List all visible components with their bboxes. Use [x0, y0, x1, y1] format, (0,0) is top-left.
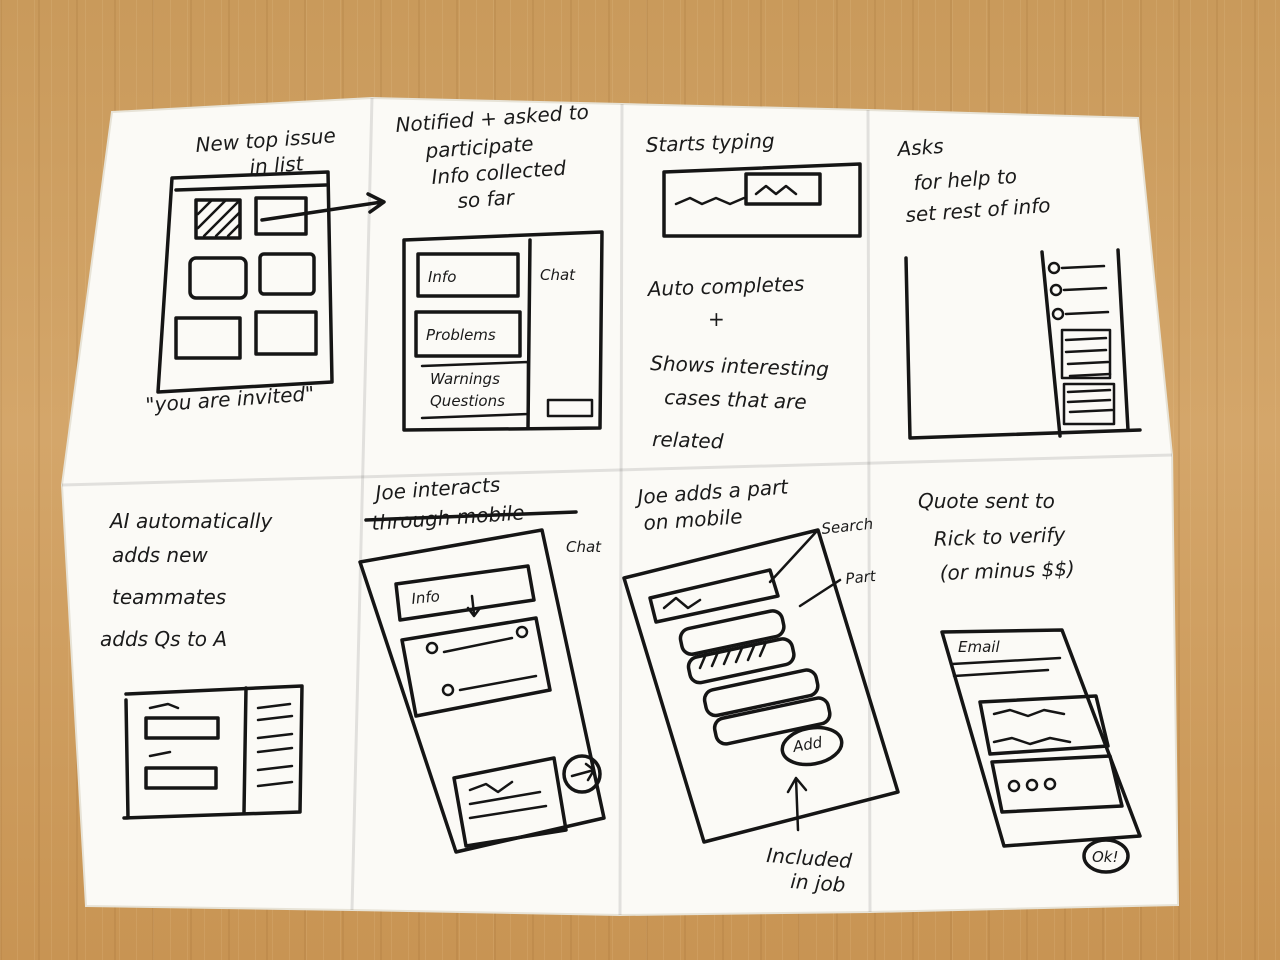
panel-5-line-4: adds Qs to A [100, 627, 227, 651]
panel-1-screen-frame [156, 170, 334, 394]
panel-7-bottom-2: in job [790, 869, 847, 897]
panel-6-info-bar [394, 564, 536, 622]
panel-6-phone-frame [358, 528, 606, 854]
panel-8-quote-card [978, 694, 1110, 756]
panel-8-email-label: Email [958, 638, 1000, 656]
panel-3-body-5: related [652, 427, 724, 453]
arrow-to-panel-2 [260, 192, 386, 222]
panel-7-part-row [686, 637, 796, 685]
panel-5-line-3: teammates [112, 585, 226, 609]
panel-5-line-2: adds new [112, 543, 208, 567]
info-block-label: Info [428, 268, 456, 286]
panel-8-line-3: (or minus $$) [939, 556, 1075, 585]
panel-6-send-icon [562, 754, 602, 794]
panel-4-screen-frame [904, 256, 1142, 440]
panel-6-chat-card [400, 616, 552, 718]
panel-7-bottom-1: Included [766, 843, 853, 873]
highlighted-issue-card [194, 198, 242, 240]
panel-7-add-label: Add [791, 733, 824, 756]
panel-6-chat-label: Chat [566, 538, 602, 556]
panel-6-info-label: Info [411, 587, 441, 608]
panel-3-title: Starts typing [645, 129, 775, 157]
panel-5: AI automatically adds new teammates adds… [100, 509, 304, 820]
panel-8-ok-button [1082, 838, 1130, 874]
info-block [416, 252, 520, 298]
panel-7-search-callout: Search [821, 515, 874, 538]
questions-label: Questions [430, 392, 505, 410]
panel-2: Notified + asked to participate Info col… [395, 100, 604, 432]
problems-block [414, 310, 522, 358]
problems-block-label: Problems [426, 326, 496, 344]
panel-6: Joe interacts through mobile Chat Info [358, 472, 606, 854]
panel-3-input-frame [662, 162, 862, 238]
panel-7: Joe adds a part on mobile Search Part Ad… [622, 474, 900, 897]
panel-3-body-4: cases that are [664, 385, 807, 414]
panel-7-part-callout: Part [845, 567, 878, 588]
panel-5-screen-frame [122, 684, 304, 820]
panel-4-line-1: Asks [895, 134, 945, 161]
panel-7-search-bar [648, 568, 780, 624]
added-teammate-row [144, 716, 220, 740]
typing-field [744, 172, 822, 206]
panel-8-email-frame [940, 628, 1142, 848]
panel-6-message-box [452, 756, 568, 848]
panel-8-line-2: Rick to verify [933, 522, 1067, 551]
panel-3-body-2: + [708, 307, 725, 331]
panel-8: Quote sent to Rick to verify (or minus $… [918, 489, 1142, 874]
panel-8-ok-label: Ok! [1092, 848, 1119, 866]
panel-2-screen-frame [402, 230, 604, 432]
panel-7-add-button [780, 725, 844, 767]
chat-panel-label: Chat [540, 266, 576, 284]
panel-4: Asks for help to set rest of info [895, 134, 1142, 440]
paper-sheet [60, 96, 1180, 917]
warnings-label: Warnings [430, 370, 500, 388]
panel-7-phone-frame [622, 528, 900, 844]
panel-5-line-1: AI automatically [108, 509, 273, 533]
panel-8-line-1: Quote sent to [918, 489, 1055, 513]
panel-2-line-4: so far [457, 185, 517, 213]
added-question-row [144, 766, 218, 790]
panel-3-body-1: Auto completes [645, 272, 804, 302]
